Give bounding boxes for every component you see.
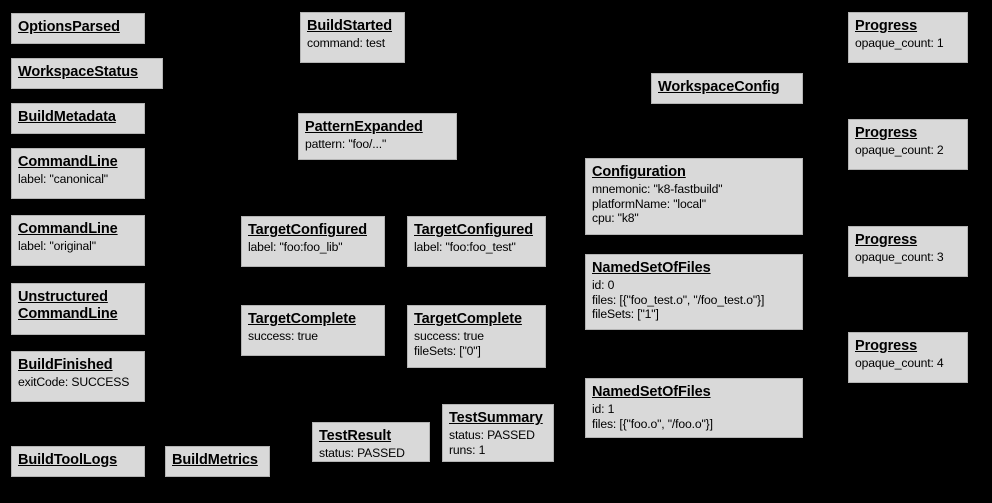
node-build-metrics[interactable]: BuildMetrics [165, 446, 270, 477]
node-properties: status: PASSED [319, 446, 423, 460]
node-property: opaque_count: 1 [855, 36, 944, 51]
node-pattern-expanded[interactable]: PatternExpanded pattern: "foo/..." [298, 113, 457, 160]
node-build-metadata[interactable]: BuildMetadata [11, 103, 145, 134]
node-properties: label: "foo:foo_test" [414, 240, 539, 254]
node-property: fileSets: ["1"] [592, 306, 659, 321]
node-title: TargetComplete [414, 311, 522, 327]
node-build-finished[interactable]: BuildFinished exitCode: SUCCESS [11, 351, 145, 402]
node-property: cpu: "k8" [592, 210, 639, 225]
node-properties: success: true [248, 329, 378, 343]
node-property: status: PASSED [449, 428, 535, 443]
node-target-configured-test[interactable]: TargetConfigured label: "foo:foo_test" [407, 216, 546, 267]
node-command-line-canonical[interactable]: CommandLine label: "canonical" [11, 148, 145, 199]
node-build-tool-logs[interactable]: BuildToolLogs [11, 446, 145, 477]
node-properties: opaque_count: 1 [855, 36, 961, 50]
node-properties: command: test [307, 36, 398, 50]
node-property: mnemonic: "k8-fastbuild" [592, 182, 723, 197]
node-property: platformName: "local" [592, 196, 706, 211]
node-title: BuildMetrics [172, 452, 258, 468]
node-configuration[interactable]: Configuration mnemonic: "k8-fastbuild"pla… [585, 158, 803, 235]
node-progress-3[interactable]: Progress opaque_count: 3 [848, 226, 968, 277]
node-properties: label: "foo:foo_lib" [248, 240, 378, 254]
node-title: NamedSetOfFiles [592, 384, 711, 400]
node-property: opaque_count: 3 [855, 250, 944, 265]
node-progress-2[interactable]: Progress opaque_count: 2 [848, 119, 968, 170]
node-property: id: 0 [592, 278, 615, 293]
node-progress-1[interactable]: Progress opaque_count: 1 [848, 12, 968, 63]
node-property: status: PASSED [319, 446, 405, 461]
node-title: Unstructured CommandLine [18, 289, 118, 323]
node-properties: exitCode: SUCCESS [18, 375, 138, 389]
node-property: success: true [248, 329, 318, 344]
node-property: files: [{"foo.o", "/foo.o"}] [592, 416, 713, 431]
node-property: files: [{"foo_test.o", "/foo_test.o"}] [592, 292, 765, 307]
node-target-configured-lib[interactable]: TargetConfigured label: "foo:foo_lib" [241, 216, 385, 267]
node-properties: opaque_count: 3 [855, 250, 961, 264]
node-title: Configuration [592, 164, 686, 180]
node-title: TestSummary [449, 410, 543, 426]
node-title: TargetConfigured [414, 222, 533, 238]
node-options-parsed[interactable]: OptionsParsed [11, 13, 145, 44]
node-title: NamedSetOfFiles [592, 260, 711, 276]
node-properties: mnemonic: "k8-fastbuild"platformName: "l… [592, 182, 796, 225]
node-title: WorkspaceConfig [658, 79, 780, 95]
node-property: opaque_count: 2 [855, 143, 944, 158]
node-title: Progress [855, 18, 918, 34]
node-title: TargetConfigured [248, 222, 367, 238]
node-target-complete-lib[interactable]: TargetComplete success: true [241, 305, 385, 356]
node-title: OptionsParsed [18, 19, 120, 35]
node-property: exitCode: SUCCESS [18, 375, 130, 390]
node-title: BuildToolLogs [18, 452, 118, 468]
node-property: label: "original" [18, 239, 96, 254]
node-property: opaque_count: 4 [855, 356, 944, 371]
node-property: runs: 1 [449, 442, 486, 457]
node-title: CommandLine [18, 221, 118, 237]
node-property: id: 1 [592, 402, 615, 417]
node-unstructured-command-line[interactable]: Unstructured CommandLine [11, 283, 145, 335]
node-title: Progress [855, 232, 918, 248]
node-property: label: "foo:foo_lib" [248, 240, 343, 255]
node-property: pattern: "foo/..." [305, 137, 387, 152]
node-properties: label: "canonical" [18, 172, 138, 186]
node-property: label: "canonical" [18, 172, 108, 187]
node-properties: opaque_count: 4 [855, 356, 961, 370]
node-properties: opaque_count: 2 [855, 143, 961, 157]
node-title: BuildStarted [307, 18, 393, 34]
node-title: Progress [855, 338, 918, 354]
node-build-started[interactable]: BuildStarted command: test [300, 12, 405, 63]
node-property: command: test [307, 36, 385, 51]
node-property: label: "foo:foo_test" [414, 240, 516, 255]
node-title: BuildMetadata [18, 109, 116, 125]
node-property: fileSets: ["0"] [414, 343, 481, 358]
node-title: Progress [855, 125, 918, 141]
node-title: WorkspaceStatus [18, 64, 138, 80]
node-title: TargetComplete [248, 311, 356, 327]
node-progress-4[interactable]: Progress opaque_count: 4 [848, 332, 968, 383]
node-title: PatternExpanded [305, 119, 423, 135]
node-properties: pattern: "foo/..." [305, 137, 450, 151]
node-workspace-config[interactable]: WorkspaceConfig [651, 73, 803, 104]
node-properties: label: "original" [18, 239, 138, 253]
node-test-result[interactable]: TestResult status: PASSED [312, 422, 430, 462]
node-title: TestResult [319, 428, 392, 444]
node-workspace-status[interactable]: WorkspaceStatus [11, 58, 163, 89]
node-command-line-original[interactable]: CommandLine label: "original" [11, 215, 145, 266]
node-title: CommandLine [18, 154, 118, 170]
node-property: success: true [414, 329, 484, 344]
node-title: BuildFinished [18, 357, 113, 373]
